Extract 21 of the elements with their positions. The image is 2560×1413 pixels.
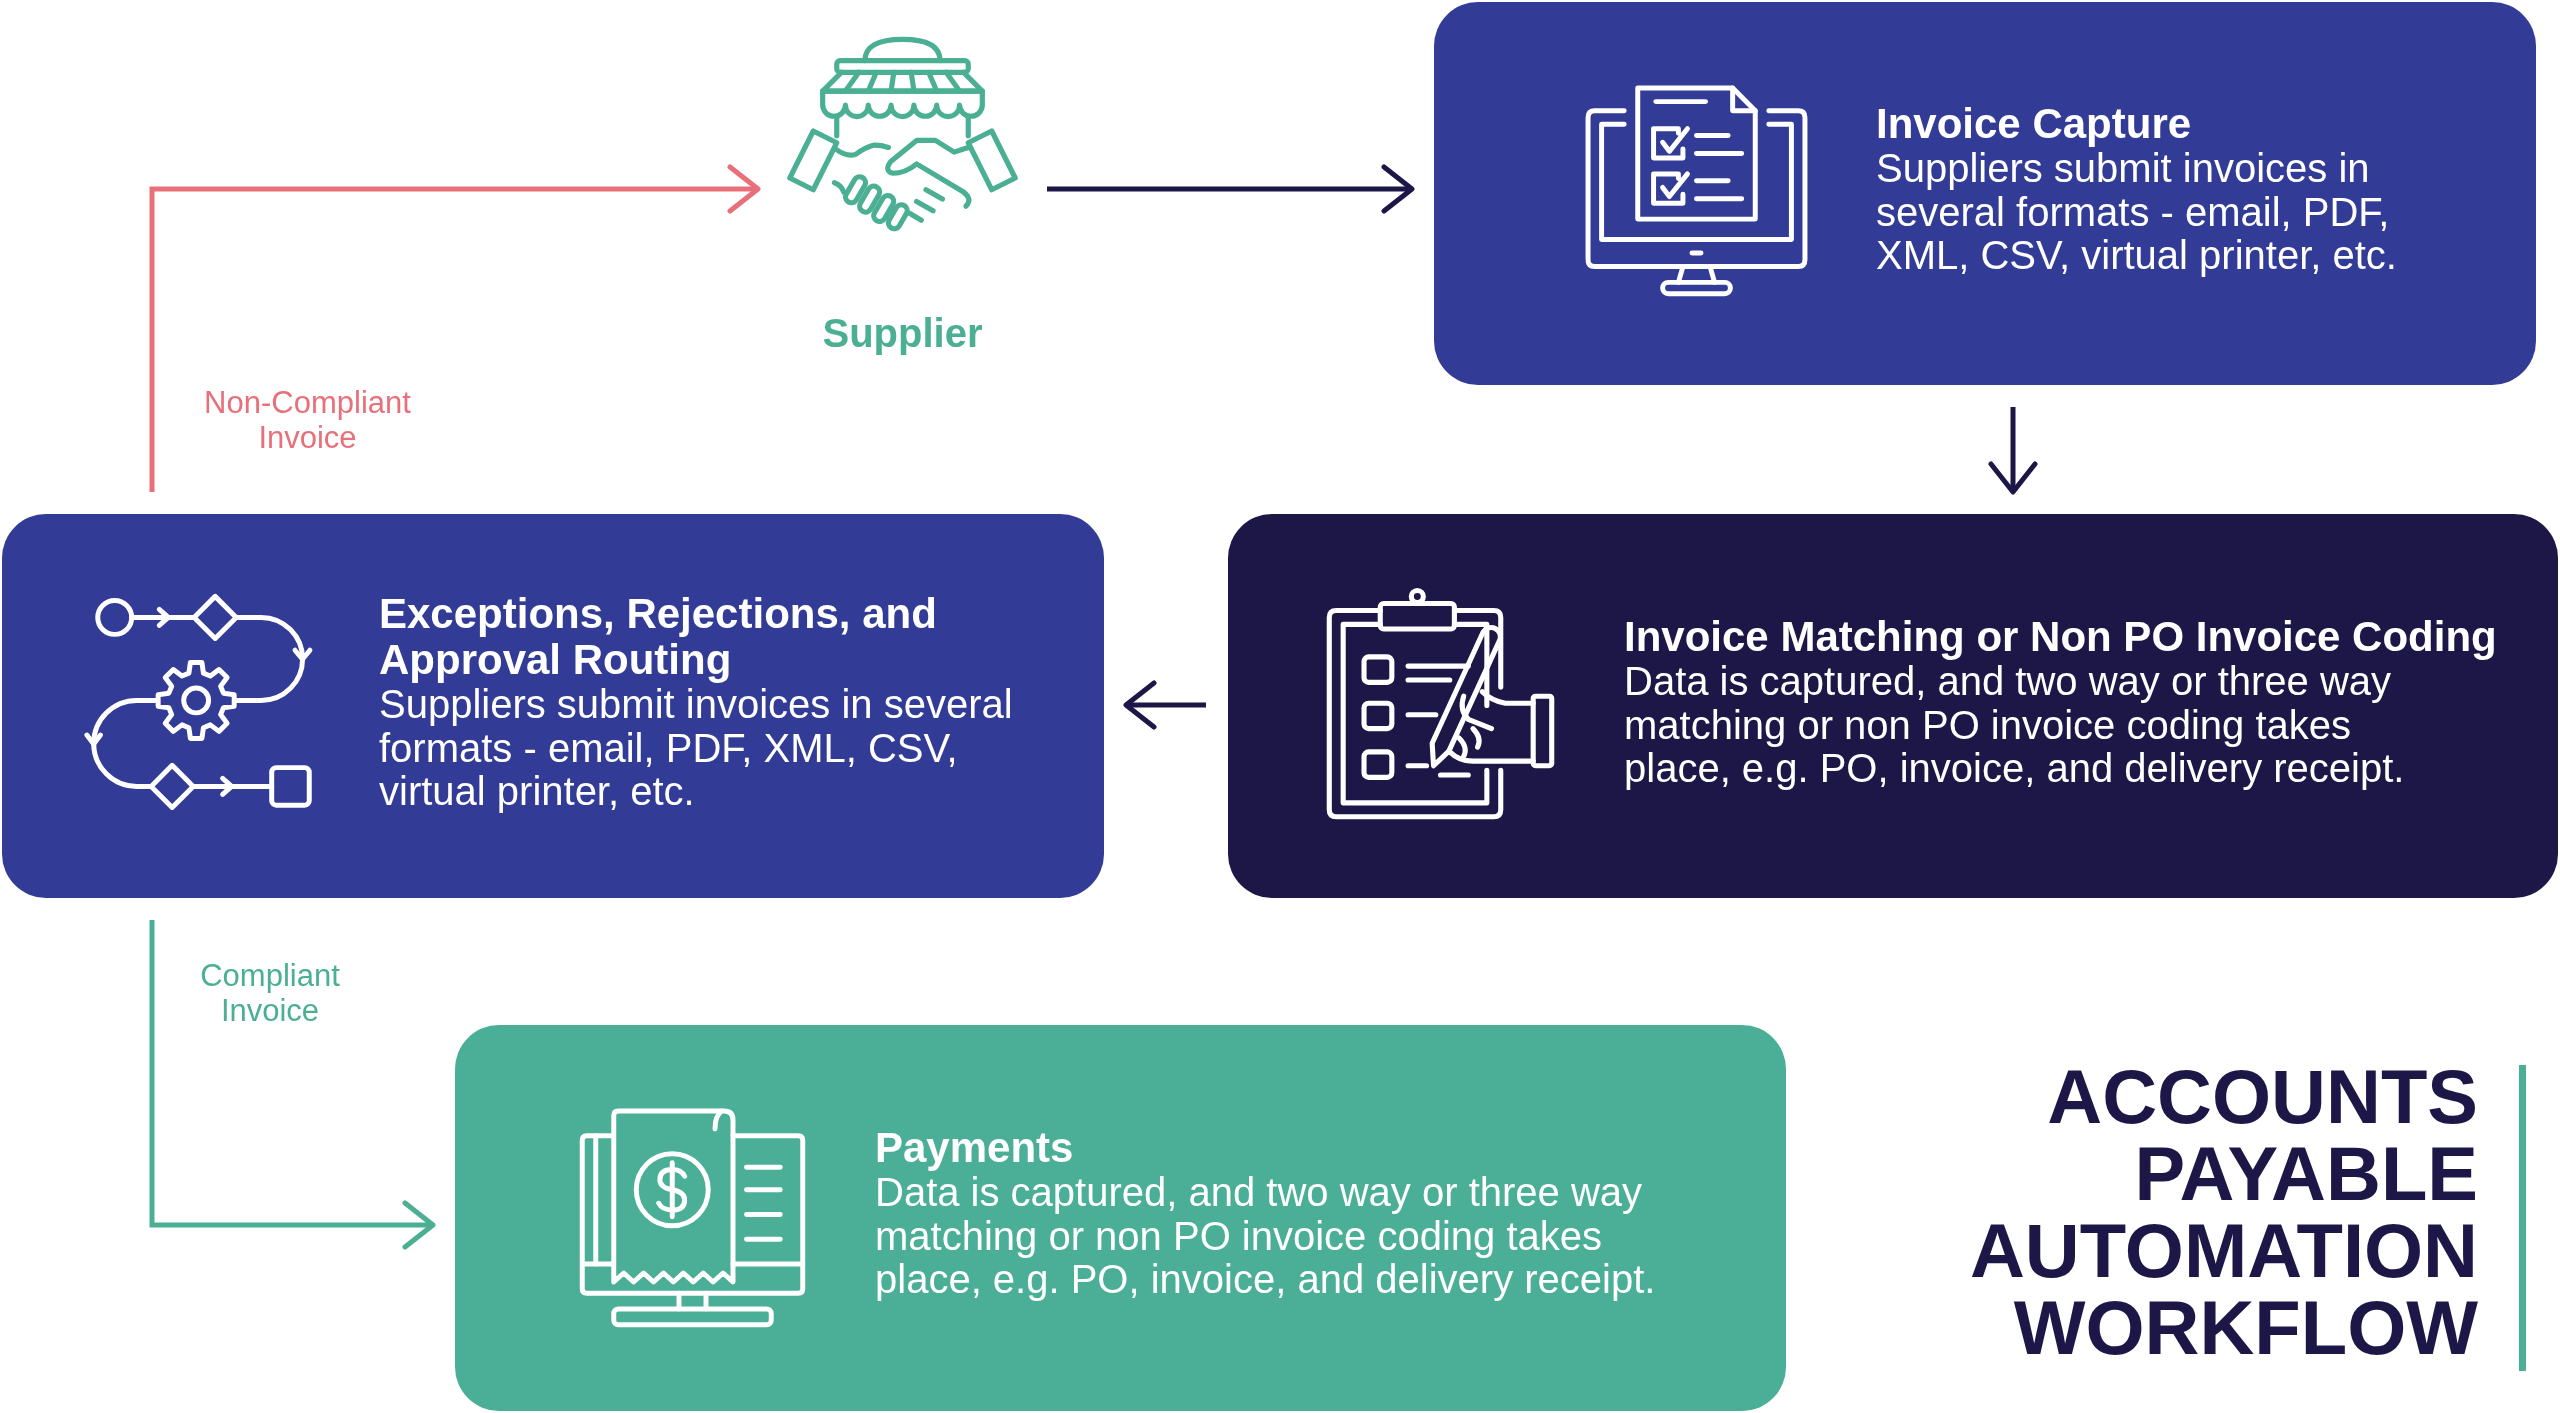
diagram-title: ACCOUNTS PAYABLE AUTOMATION WORKFLOW — [1969, 1058, 2478, 1366]
step-description: Data is captured, and two way or three way matching or non PO invoice coding takes place, e.g. PO, invoice, and delivery receipt. — [1624, 660, 2405, 791]
step-description: Data is captured, and two way or three way matching or non PO invoice coding takes place, e.g. PO, invoice, and delivery receipt. — [875, 1171, 1657, 1302]
edge-label: Compliant Invoice — [199, 958, 341, 1028]
step-title: Invoice Capture — [1876, 101, 2192, 147]
arrow — [149, 920, 436, 1250]
step-title: Exceptions, Rejections, and Approval Routing — [379, 591, 938, 683]
arrow — [1047, 164, 1415, 214]
step-box — [2, 514, 1104, 898]
arrow — [149, 164, 761, 492]
step-title: Invoice Matching or Non PO Invoice Coding — [1624, 614, 2497, 660]
step-box — [455, 1025, 1786, 1411]
step-box — [1434, 2, 2536, 385]
node-label: Supplier — [822, 310, 983, 356]
arrow — [1988, 407, 2038, 495]
step-description: Suppliers submit invoices in several formats - email, PDF, XML, CSV, virtual printer, etc. — [379, 683, 1014, 814]
step-box — [1228, 514, 2558, 898]
edge-label: Non-Compliant Invoice — [203, 385, 412, 455]
step-description: Suppliers submit invoices in several formats - email, PDF, XML, CSV, virtual printer, etc. — [1876, 147, 2398, 278]
arrow — [1123, 680, 1206, 730]
step-title: Payments — [875, 1125, 1074, 1171]
